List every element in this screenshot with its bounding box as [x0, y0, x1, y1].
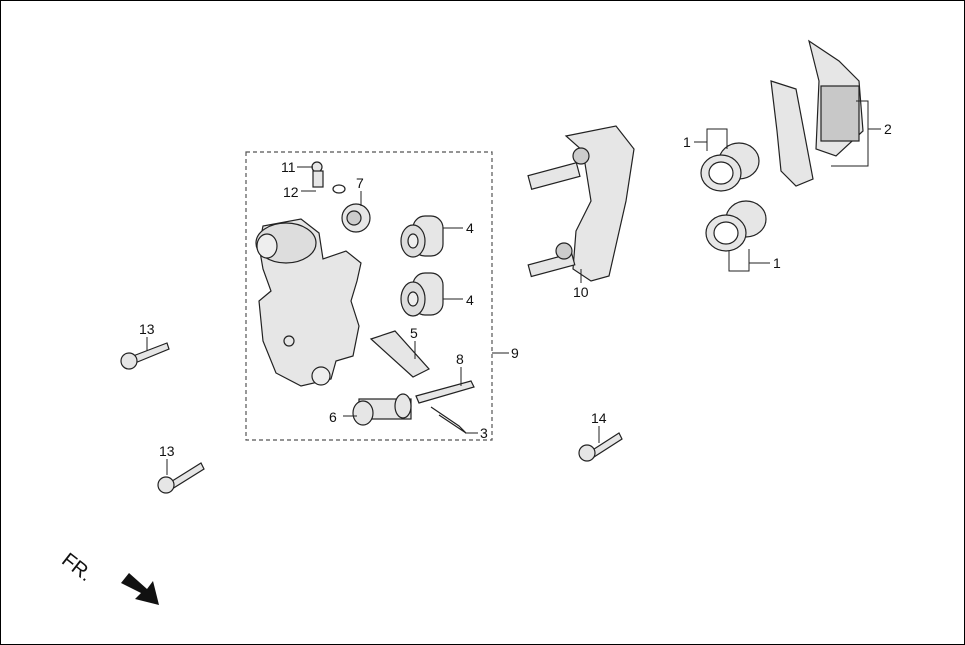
callout-13-upper: 13: [139, 321, 155, 337]
callout-7: 7: [356, 175, 364, 191]
callout-11: 11: [281, 159, 296, 175]
callout-12: 12: [283, 184, 299, 200]
pad-pin: [415, 380, 475, 404]
callout-14: 14: [591, 410, 607, 426]
callout-5: 5: [410, 325, 418, 341]
bleeder-cap: [341, 203, 371, 233]
piston-top: [400, 215, 444, 258]
callout-4-top: 4: [466, 220, 474, 236]
seal-top: [700, 142, 760, 192]
brake-pads: [770, 39, 864, 187]
caliper-bracket: [527, 125, 635, 282]
bleeder-screw: [311, 161, 346, 194]
piston-bottom: [400, 272, 444, 317]
callout-9: 9: [511, 345, 519, 361]
callout-10: 10: [573, 284, 589, 300]
callout-1-bottom: 1: [773, 255, 781, 271]
pad-spring: [369, 330, 430, 378]
clip: [430, 406, 467, 434]
seal-bottom: [705, 200, 767, 252]
pin-bolt: [352, 393, 412, 426]
callout-1-top: 1: [683, 134, 691, 150]
leader-lines: [146, 100, 881, 475]
callout-8: 8: [456, 351, 464, 367]
front-direction-arrow: [121, 573, 159, 605]
callout-4-bottom: 4: [466, 292, 474, 308]
callout-3: 3: [480, 425, 488, 441]
caliper-assembly-box: [245, 151, 493, 441]
callout-6: 6: [329, 409, 337, 425]
callout-2: 2: [884, 121, 892, 137]
caliper-body: [255, 218, 362, 387]
bolt-13-lower: [157, 462, 205, 494]
callout-13-lower: 13: [159, 443, 175, 459]
bolt-13-upper: [120, 342, 170, 370]
bolt-14: [578, 432, 623, 462]
